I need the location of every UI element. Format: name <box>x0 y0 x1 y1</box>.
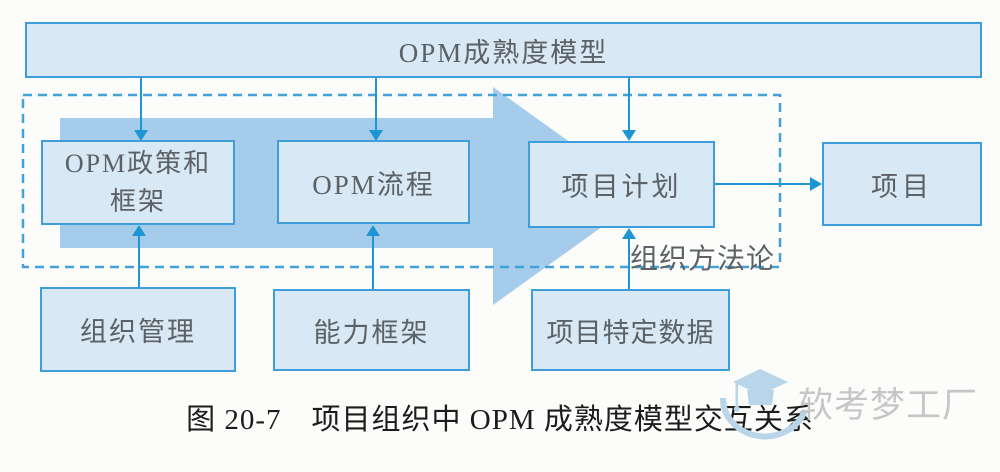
arrowhead-down-process <box>369 130 383 141</box>
arrowhead-up-process <box>366 225 380 236</box>
box-opm-process: OPM流程 <box>277 140 470 224</box>
cap-base <box>747 390 774 405</box>
box-capability-framework: 能力框架 <box>273 289 470 371</box>
graduation-cap-icon <box>719 369 808 440</box>
cap-board <box>733 369 788 395</box>
box-opm-policy-framework: OPM政策和 框架 <box>41 140 235 225</box>
box-project: 项目 <box>822 142 982 226</box>
arrowhead-up-policy <box>132 225 146 236</box>
box-organizational-governance: 组织管理 <box>40 287 236 372</box>
box-opm-maturity-model: OPM成熟度模型 <box>25 22 982 78</box>
cap-tassel <box>735 383 739 407</box>
box-project-plan-label: 项目计划 <box>561 172 682 202</box>
connector-lines <box>138 78 812 289</box>
methodology-dashed-boundary <box>21 93 782 269</box>
box-organizational-governance-label: 组织管理 <box>80 317 196 347</box>
arrowhead-down-policy <box>134 130 148 141</box>
watermark-text: 软考梦工厂 <box>798 386 979 425</box>
methodology-label: 组织方法论 <box>630 244 776 275</box>
box-opm-policy-framework-line1: OPM政策和 <box>64 148 212 178</box>
cap-tassel-knot <box>733 406 740 412</box>
box-project-plan: 项目计划 <box>528 141 715 228</box>
arrowhead-right-project <box>810 177 822 191</box>
box-opm-policy-framework-line2: 框架 <box>109 186 166 216</box>
box-project-label: 项目 <box>871 171 933 202</box>
box-capability-framework-label: 能力框架 <box>313 317 430 348</box>
arrowhead-down-plan <box>622 130 636 141</box>
box-opm-process-label: OPM流程 <box>312 169 435 200</box>
figure-caption: 图 20-7 项目组织中 OPM 成熟度模型交互关系 <box>186 404 814 436</box>
arrowhead-up-plan <box>622 228 636 239</box>
arrowheads <box>132 130 822 239</box>
box-opm-maturity-model-label: OPM成熟度模型 <box>398 37 609 68</box>
watermark-arc <box>719 397 808 440</box>
box-project-specific-data-label: 项目特定数据 <box>546 317 715 348</box>
box-project-specific-data: 项目特定数据 <box>531 289 730 371</box>
